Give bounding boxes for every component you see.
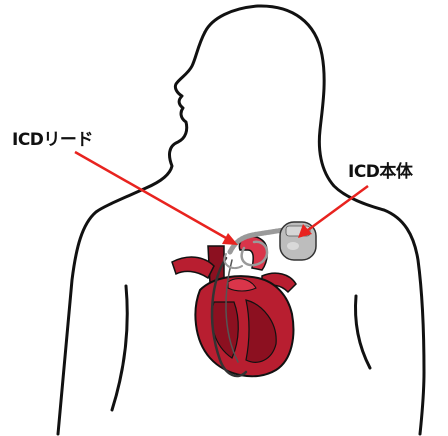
face-profile <box>58 32 205 434</box>
arrow-to-lead <box>75 152 226 238</box>
icd-lead-label: ICDリード <box>12 125 93 150</box>
arrow-to-lead-head <box>222 233 238 245</box>
left-arm-crease <box>112 286 127 410</box>
lead-loop-2 <box>224 254 242 268</box>
pulmonary-vessel <box>172 257 214 278</box>
icd-body-label: ICD本体 <box>348 157 412 182</box>
right-arm-crease <box>356 296 370 368</box>
heart-icon <box>172 236 296 376</box>
arrow-to-device <box>308 186 368 230</box>
